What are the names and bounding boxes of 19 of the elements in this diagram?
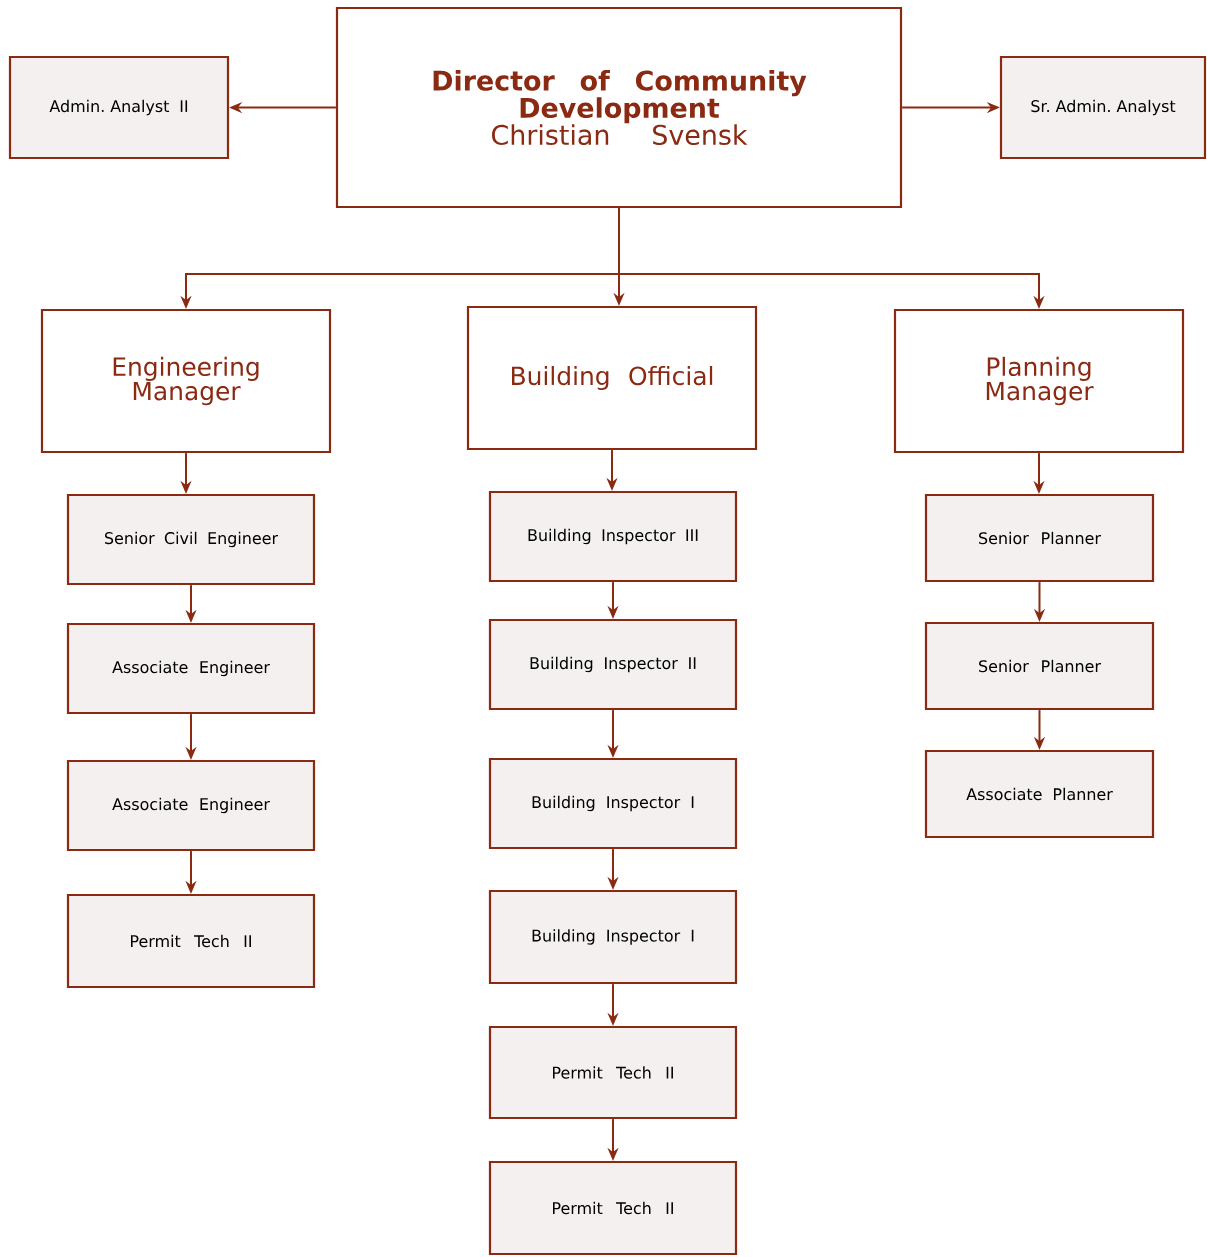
position-box: Building Inspector I (488, 757, 738, 850)
manager-box: Engineering Manager (40, 308, 332, 454)
position-box: Permit Tech II (66, 893, 316, 989)
position-box: Senior Planner (924, 493, 1155, 583)
position-box: Associate Engineer (66, 622, 316, 715)
director-box: Director of Community Development Christian Svensk (335, 6, 903, 209)
position-box: Associate Planner (924, 749, 1155, 839)
manager-box: Building Official (466, 305, 758, 451)
position-box: Permit Tech II (488, 1025, 738, 1120)
position-box: Building Inspector III (488, 490, 738, 583)
position-box: Senior Planner (924, 621, 1155, 711)
position-box: Building Inspector I (488, 889, 738, 985)
position-box: Building Inspector II (488, 618, 738, 711)
position-box: Admin. Analyst II (8, 55, 230, 160)
position-box: Associate Engineer (66, 759, 316, 852)
position-box: Permit Tech II (488, 1160, 738, 1256)
position-box: Sr. Admin. Analyst (999, 55, 1207, 160)
manager-box: Planning Manager (893, 308, 1185, 454)
position-box: Senior Civil Engineer (66, 493, 316, 586)
